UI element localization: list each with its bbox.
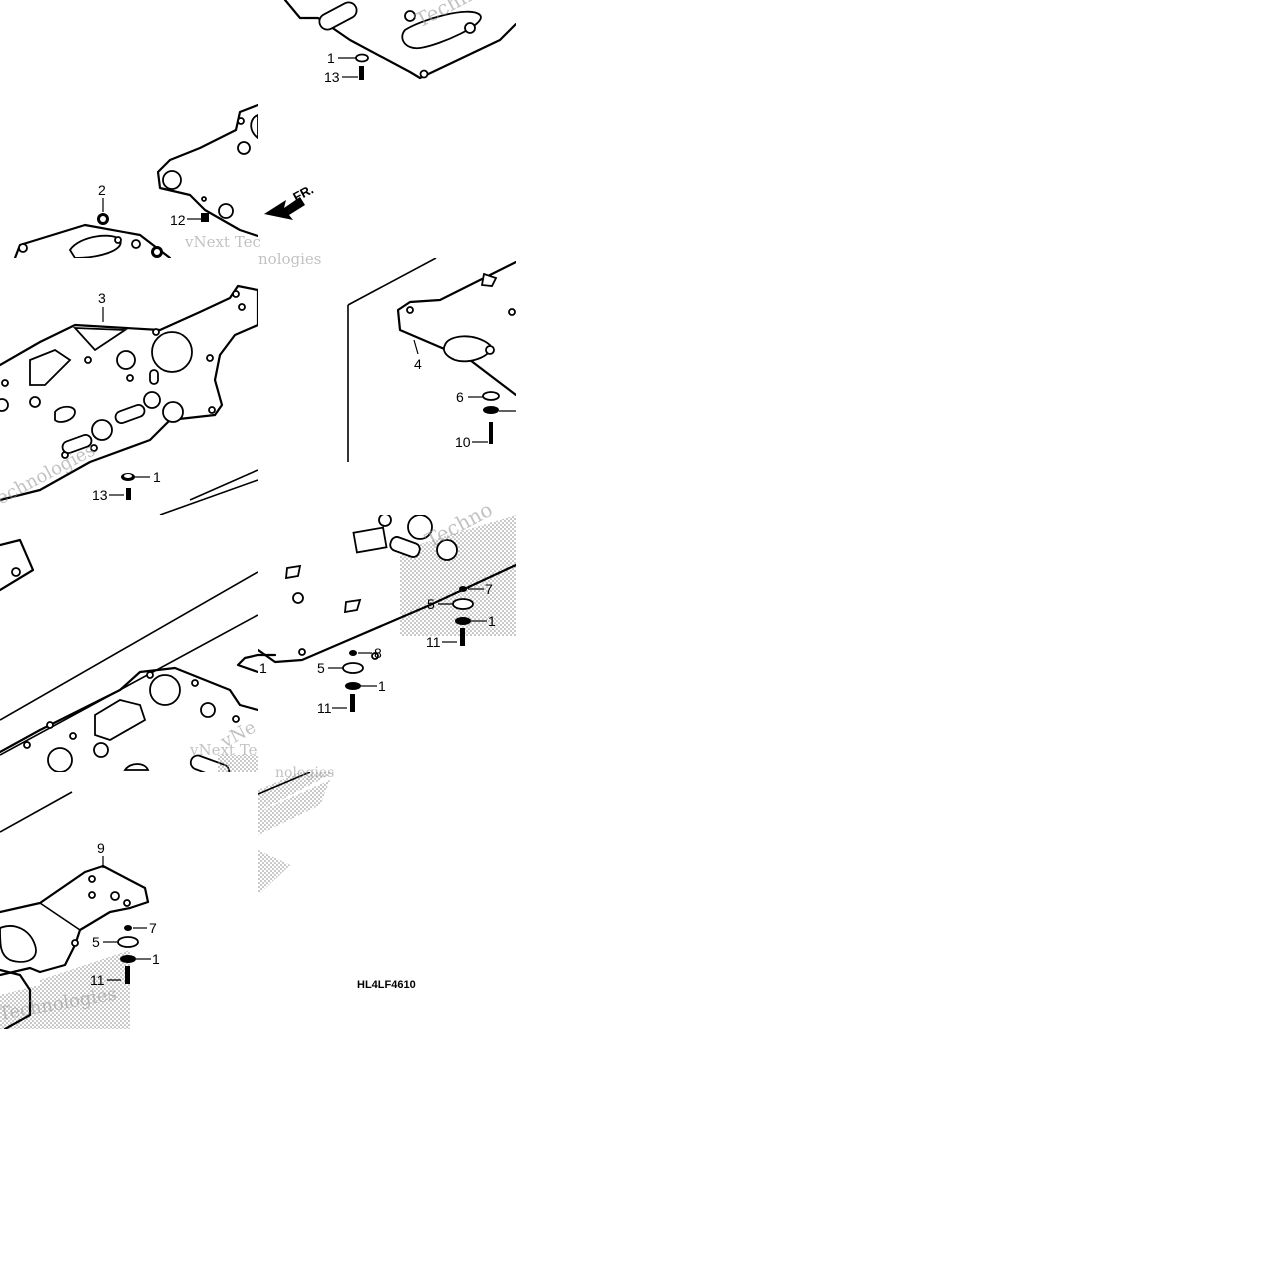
callout-3: 3 [98, 290, 106, 306]
tile-middle-right [347, 258, 516, 462]
callout-5: 5 [427, 596, 435, 612]
callout-5: 5 [92, 934, 100, 950]
callout-1: 1 [488, 613, 496, 629]
callout-1: 1 [327, 50, 335, 66]
watermark: nologies [258, 250, 322, 268]
callout-4: 4 [414, 356, 422, 372]
callout-13: 13 [324, 69, 340, 85]
callout-11: 11 [317, 700, 332, 716]
honda-logo-fragment: HONDA [258, 772, 335, 895]
callout-13: 13 [92, 487, 108, 503]
watermark: vNext Te [189, 741, 258, 759]
tile-lower-middle-left [0, 538, 258, 772]
callout-8: 8 [374, 645, 382, 661]
tile-upper-left [13, 103, 258, 258]
callout-1: 1 [378, 678, 386, 694]
callout-1: 1 [259, 660, 267, 676]
tile-middle-left [0, 284, 258, 515]
watermark: Technologies [0, 440, 99, 514]
callout-11: 11 [426, 634, 441, 650]
callout-5: 5 [317, 660, 325, 676]
callout-7: 7 [149, 920, 157, 936]
tile-top-middle [283, 0, 516, 80]
tile-bottom-left [0, 791, 151, 1029]
callout-7: 7 [485, 581, 493, 597]
callout-2: 2 [98, 182, 106, 198]
watermark: vNext Tec [184, 233, 261, 251]
tile-lower-middle-right [258, 515, 516, 712]
callout-11: 11 [90, 972, 105, 988]
callout-10: 10 [455, 434, 471, 450]
callout-6: 6 [456, 389, 464, 405]
front-arrow-icon [264, 197, 305, 220]
callout-1: 1 [152, 951, 160, 967]
watermark: nologies [275, 765, 334, 781]
callout-12: 12 [170, 212, 186, 228]
callout-1: 1 [153, 469, 161, 485]
callout-9: 9 [97, 840, 105, 856]
diagram-reference-code: HL4LF4610 [357, 979, 416, 991]
